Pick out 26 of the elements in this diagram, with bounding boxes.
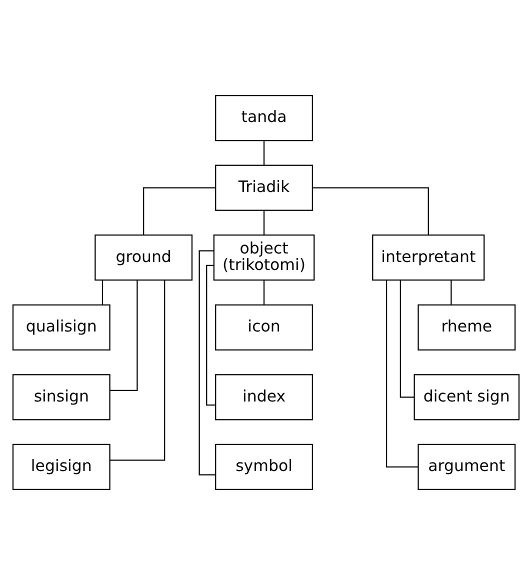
connector — [263, 210, 265, 235]
node-box: dicent sign — [414, 374, 520, 420]
node-box: symbol — [215, 444, 313, 490]
connector — [386, 280, 418, 468]
node-box: qualisign — [12, 304, 110, 350]
connector — [206, 264, 216, 406]
connector — [198, 250, 216, 476]
node-box: icon — [215, 304, 313, 350]
node-box: sinsign — [12, 374, 110, 420]
connector — [263, 280, 265, 305]
connector — [110, 280, 166, 461]
node-box: tanda — [215, 94, 313, 142]
node-box: argument — [418, 444, 516, 490]
connector — [143, 187, 216, 235]
node-box: object (trikotomi) — [213, 234, 315, 281]
node-box: interpretant — [372, 234, 485, 281]
connector — [312, 187, 429, 235]
node-box: rheme — [418, 304, 516, 350]
connector — [263, 140, 265, 166]
connector — [110, 280, 138, 391]
node-box: ground — [94, 234, 193, 281]
node-box: Triadik — [215, 164, 313, 211]
node-box: legisign — [12, 444, 110, 490]
node-box: index — [215, 374, 313, 420]
connector — [450, 280, 452, 305]
connector — [102, 280, 104, 305]
